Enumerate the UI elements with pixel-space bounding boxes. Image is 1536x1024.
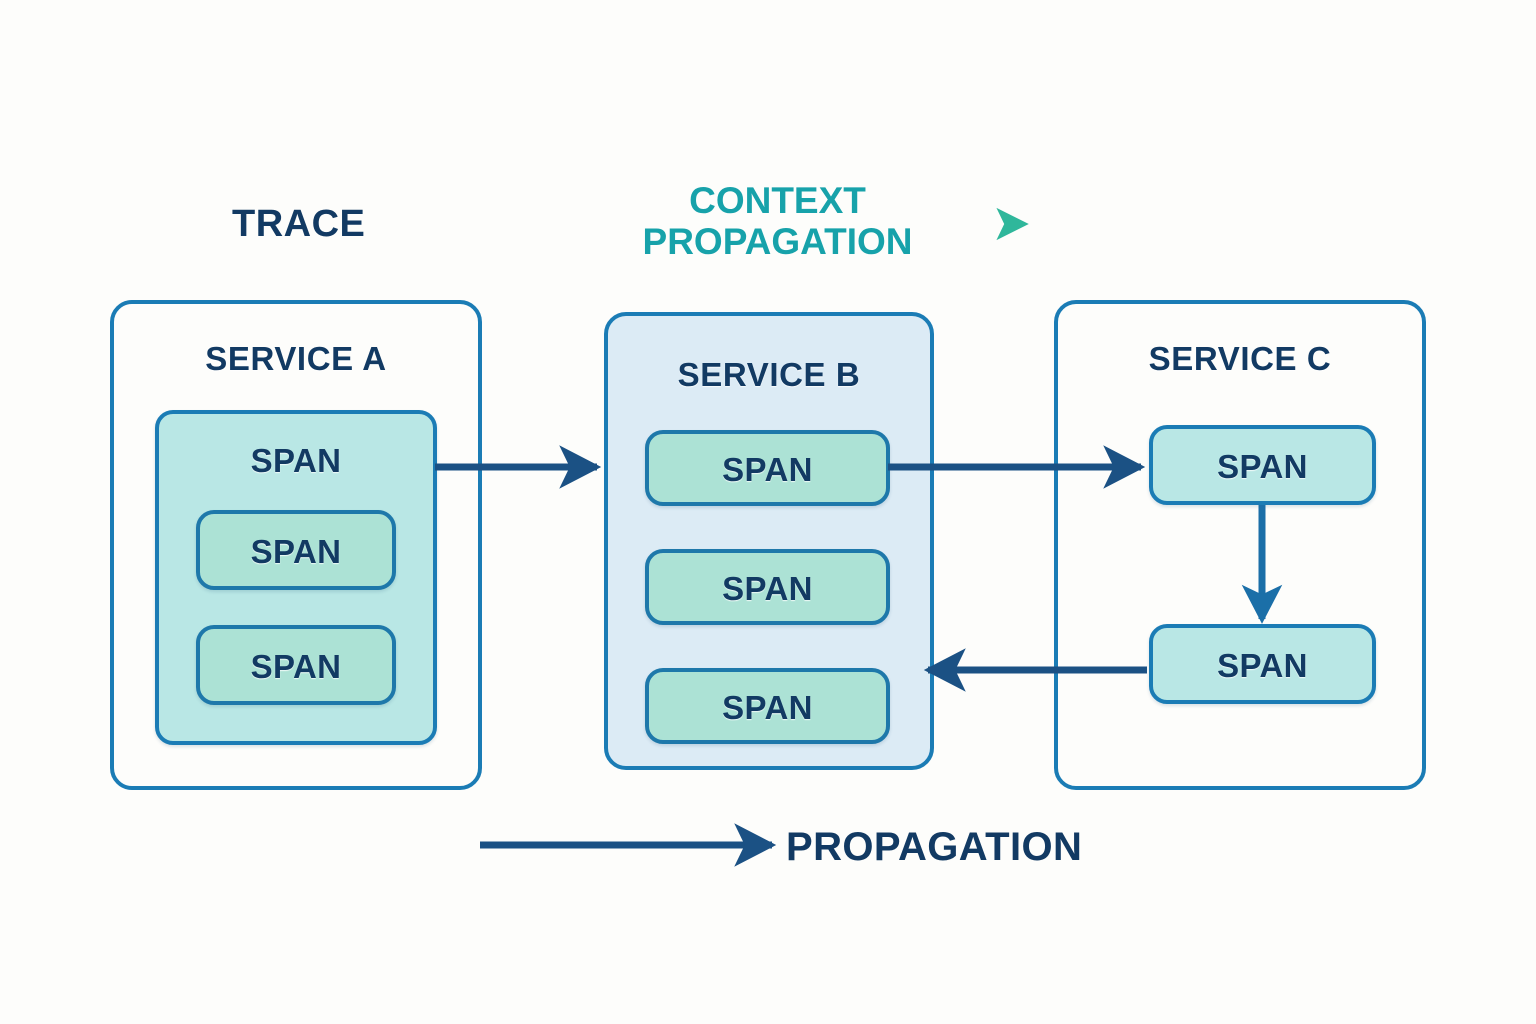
- span-label: SPAN: [250, 533, 342, 570]
- span-label: SPAN: [250, 648, 342, 685]
- service-c-span-2: SPAN: [1149, 624, 1376, 704]
- service-a-child-span-2: SPAN: [196, 625, 396, 705]
- trace-label: TRACE: [232, 203, 366, 245]
- service-a-title: SERVICE A: [205, 340, 387, 377]
- context-propagation-label: CONTEXT PROPAGATION: [605, 180, 950, 263]
- span-label: SPAN: [1217, 647, 1308, 684]
- span-label: SPAN: [722, 689, 813, 726]
- service-b-span-2: SPAN: [645, 549, 890, 625]
- span-label: SPAN: [722, 451, 813, 488]
- propagation-legend-label: PROPAGATION: [786, 825, 1083, 869]
- service-c-title: SERVICE C: [1148, 340, 1332, 377]
- span-label: SPAN: [722, 570, 813, 607]
- span-label: SPAN: [1217, 448, 1308, 485]
- context-propagation-line-1: CONTEXT: [689, 180, 866, 221]
- service-b-span-1: SPAN: [645, 430, 890, 506]
- span-label: SPAN: [250, 442, 342, 479]
- service-c-container: SERVICE C: [1054, 300, 1426, 790]
- context-propagation-line-2: PROPAGATION: [642, 221, 913, 263]
- service-c-span-1: SPAN: [1149, 425, 1376, 505]
- service-b-title: SERVICE B: [677, 356, 861, 393]
- service-a-child-span-1: SPAN: [196, 510, 396, 590]
- service-b-span-3: SPAN: [645, 668, 890, 744]
